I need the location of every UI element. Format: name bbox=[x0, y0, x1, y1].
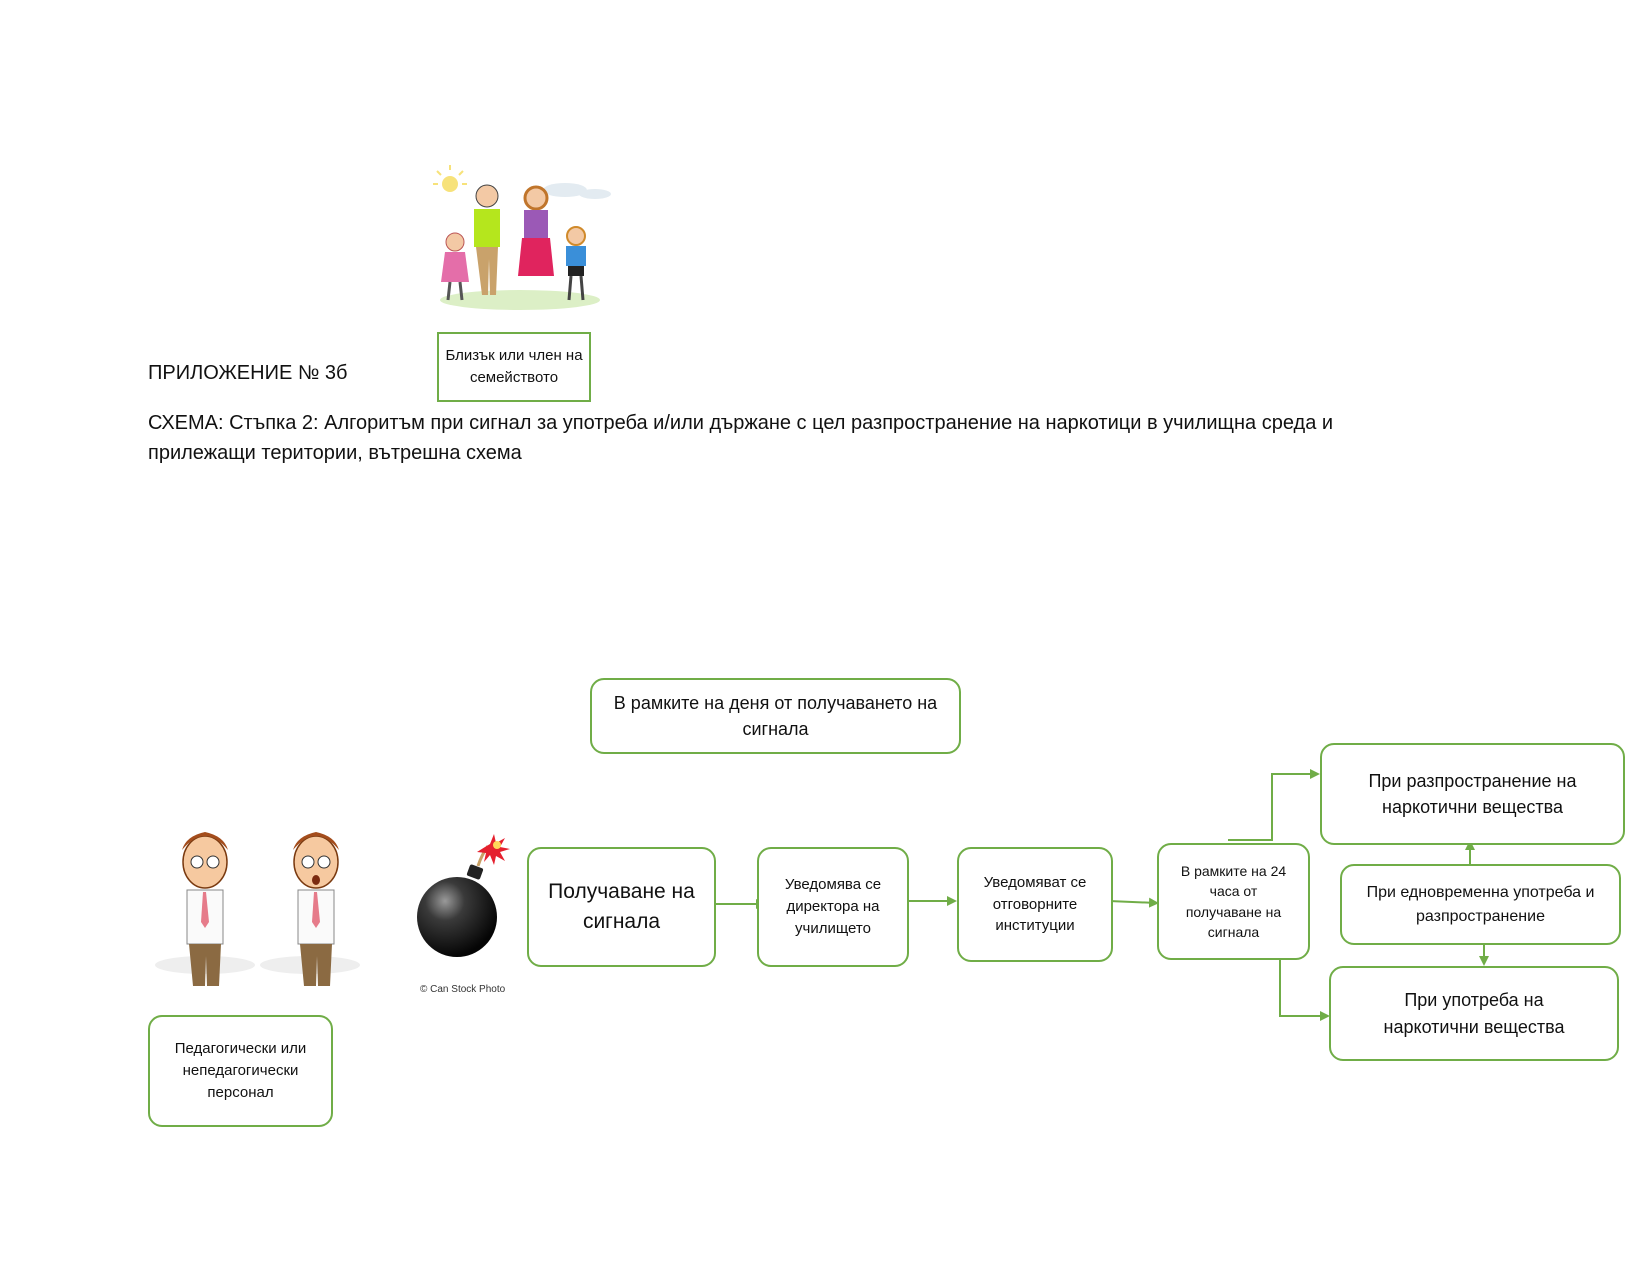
worried-staff-illustration bbox=[155, 832, 360, 986]
bomb-photo-credit: © Can Stock Photo bbox=[420, 984, 506, 995]
bomb-illustration bbox=[417, 834, 510, 957]
family-label-box: Близък или член на семейството bbox=[437, 332, 591, 402]
timeframe-day-label: В рамките на деня от получаването на сиг… bbox=[613, 692, 938, 739]
appendix-title: ПРИЛОЖЕНИЕ № 3б bbox=[148, 362, 348, 384]
step-receive-box: Получаване на сигнала bbox=[527, 847, 716, 967]
timeframe-day-box: В рамките на деня от получаването на сиг… bbox=[590, 678, 961, 754]
step-institutions-box: Уведомяват се отговорните институции bbox=[957, 847, 1113, 962]
family-illustration bbox=[433, 165, 611, 310]
connectors bbox=[716, 769, 1489, 1021]
outcome-distribution-label: При разпространение на наркотични вещест… bbox=[1368, 770, 1577, 817]
staff-label-box: Педагогически или непедагогически персон… bbox=[148, 1015, 333, 1127]
outcome-simultaneous-box: При едновременна употреба и разпростране… bbox=[1340, 864, 1621, 945]
outcome-use-label: При употреба на наркотични вещества bbox=[1383, 990, 1565, 1037]
outcome-simultaneous-label: При едновременна употреба и разпростране… bbox=[1366, 884, 1595, 925]
arrow-24h-to-distribution bbox=[1228, 769, 1320, 841]
scheme-title: СХЕМА: Стъпка 2: Алгоритъм при сигнал за… bbox=[148, 408, 1448, 468]
step-24h-box: В рамките на 24 часа от получаване на си… bbox=[1157, 843, 1310, 960]
step-receive-label: Получаване на сигнала bbox=[548, 879, 695, 933]
arrow-24h-to-use bbox=[1279, 956, 1330, 1021]
scheme-title-line2: прилежащи територии, вътрешна схема bbox=[148, 442, 522, 464]
arrow-institutions-to-24h bbox=[1108, 897, 1159, 908]
family-label: Близък или член на семейството bbox=[445, 347, 583, 386]
outcome-use-box: При употреба на наркотични вещества bbox=[1329, 966, 1619, 1061]
step-24h-label: В рамките на 24 часа от получаване на си… bbox=[1180, 862, 1287, 940]
step-director-box: Уведомява се директора на училището bbox=[757, 847, 909, 967]
staff-label: Педагогически или непедагогически персон… bbox=[174, 1040, 307, 1101]
step-institutions-label: Уведомяват се отговорните институции bbox=[983, 873, 1087, 935]
scheme-title-line1: СХЕМА: Стъпка 2: Алгоритъм при сигнал за… bbox=[148, 412, 1334, 434]
outcome-distribution-box: При разпространение на наркотични вещест… bbox=[1320, 743, 1625, 845]
step-director-label: Уведомява се директора на училището bbox=[784, 876, 882, 937]
